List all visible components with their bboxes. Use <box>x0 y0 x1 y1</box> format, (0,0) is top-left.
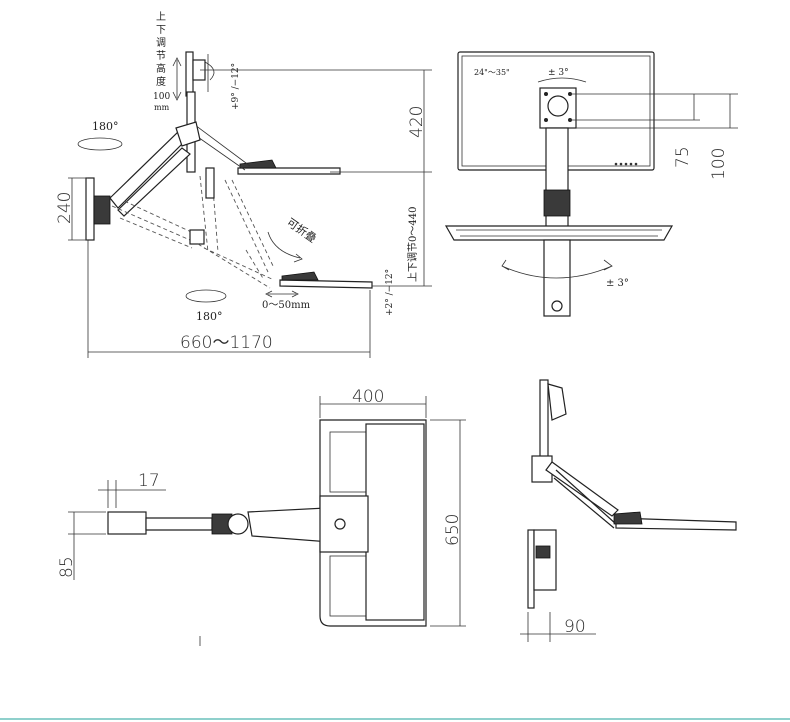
rotate-top-icon <box>537 77 587 83</box>
profile-monitor-post <box>539 379 549 461</box>
height-adjust-value: 100 <box>153 92 170 102</box>
profile-wall-bracket <box>533 529 557 591</box>
profile-tray-clamp <box>613 511 643 525</box>
profile-tray <box>615 517 737 531</box>
foldable-label: 可折叠 <box>284 215 319 245</box>
slide-arrow-icon <box>265 290 299 298</box>
height-adjust-char-6: 度 <box>156 75 166 88</box>
arm-rotor-top <box>227 513 249 535</box>
main-arm-lower <box>117 147 191 217</box>
arm-joint <box>175 121 201 147</box>
tray-clamp-bottom <box>281 271 319 281</box>
dim-240: 240 <box>55 192 75 224</box>
height-adjust-char-3: 调 <box>156 37 166 49</box>
monitor-side-top <box>185 51 194 97</box>
dim-85: 85 <box>57 556 77 578</box>
monitor-side-lower <box>205 167 215 199</box>
front-arm-block <box>543 189 571 217</box>
dim-vertical-range: 上下调节0～440 <box>407 207 419 282</box>
rotate-top-arrow-icon <box>77 137 123 151</box>
dim-650: 650 <box>443 514 463 546</box>
height-adjust-char-5: 高 <box>156 62 166 75</box>
dim-17: 17 <box>138 471 160 491</box>
side-elevation-view: 上 下 调 节 高 度 100 mm +9° /−12° <box>55 11 432 358</box>
dim-90: 90 <box>564 617 586 637</box>
screen-size-label: 24"～35" <box>474 68 510 77</box>
arm-segment-2 <box>247 507 331 543</box>
height-adjust-char-4: 节 <box>156 50 166 62</box>
rotate-pm3-top-label: ± 3° <box>548 68 569 78</box>
profile-lock <box>535 545 551 559</box>
height-arrow-icon <box>172 57 182 101</box>
monitor-buttons <box>614 162 638 166</box>
wall-bracket <box>93 195 111 225</box>
front-view: 24"～35" ± 3° ± 3° 75 100 <box>444 51 738 317</box>
vesa-center <box>547 95 569 117</box>
lower-joint <box>189 229 205 245</box>
dim-420: 420 <box>407 106 427 138</box>
wall-plate-top <box>107 511 147 535</box>
dim-400: 400 <box>352 387 384 407</box>
dim-100: 100 <box>709 148 729 180</box>
height-adjust-char-2: 下 <box>156 25 166 36</box>
tray-clamp-top <box>239 159 277 169</box>
rotate-side-icon <box>501 259 613 279</box>
wall-plate <box>85 177 95 241</box>
profile-monitor-bracket <box>547 383 567 421</box>
rotate-pm3-side-label: ± 3° <box>606 278 629 289</box>
top-view: 400 650 17 85 <box>57 387 466 627</box>
tilt-top-label: +9° /−12° <box>231 63 241 110</box>
tilt-bottom-label: +2° /−12° <box>385 269 395 316</box>
arm-segment-1 <box>145 517 213 531</box>
main-arm <box>109 131 187 209</box>
rotate-top-label: 180° <box>92 120 119 133</box>
profile-wall-plate <box>527 529 535 609</box>
dim-reach: 660～1170 <box>180 333 273 353</box>
fold-arrow-icon <box>267 231 303 263</box>
bottom-accent-rule <box>0 718 790 720</box>
tray-surface <box>365 423 425 621</box>
slide-range-label: 0～50mm <box>262 300 311 311</box>
height-adjust-label: 上 下 调 节 高 度 100 mm <box>153 11 170 112</box>
rotate-bottom-label: 180° <box>196 310 223 323</box>
side-profile-view: 90 <box>520 379 737 642</box>
keyboard-tray-top <box>237 167 341 175</box>
rotate-bottom-arrow-icon <box>185 289 227 303</box>
height-adjust-unit: mm <box>154 103 170 112</box>
height-adjust-char-1: 上 <box>156 11 166 23</box>
dim-75: 75 <box>673 146 693 168</box>
keyboard-tray-bottom <box>279 279 373 289</box>
keyboard-tray-front <box>444 225 674 241</box>
